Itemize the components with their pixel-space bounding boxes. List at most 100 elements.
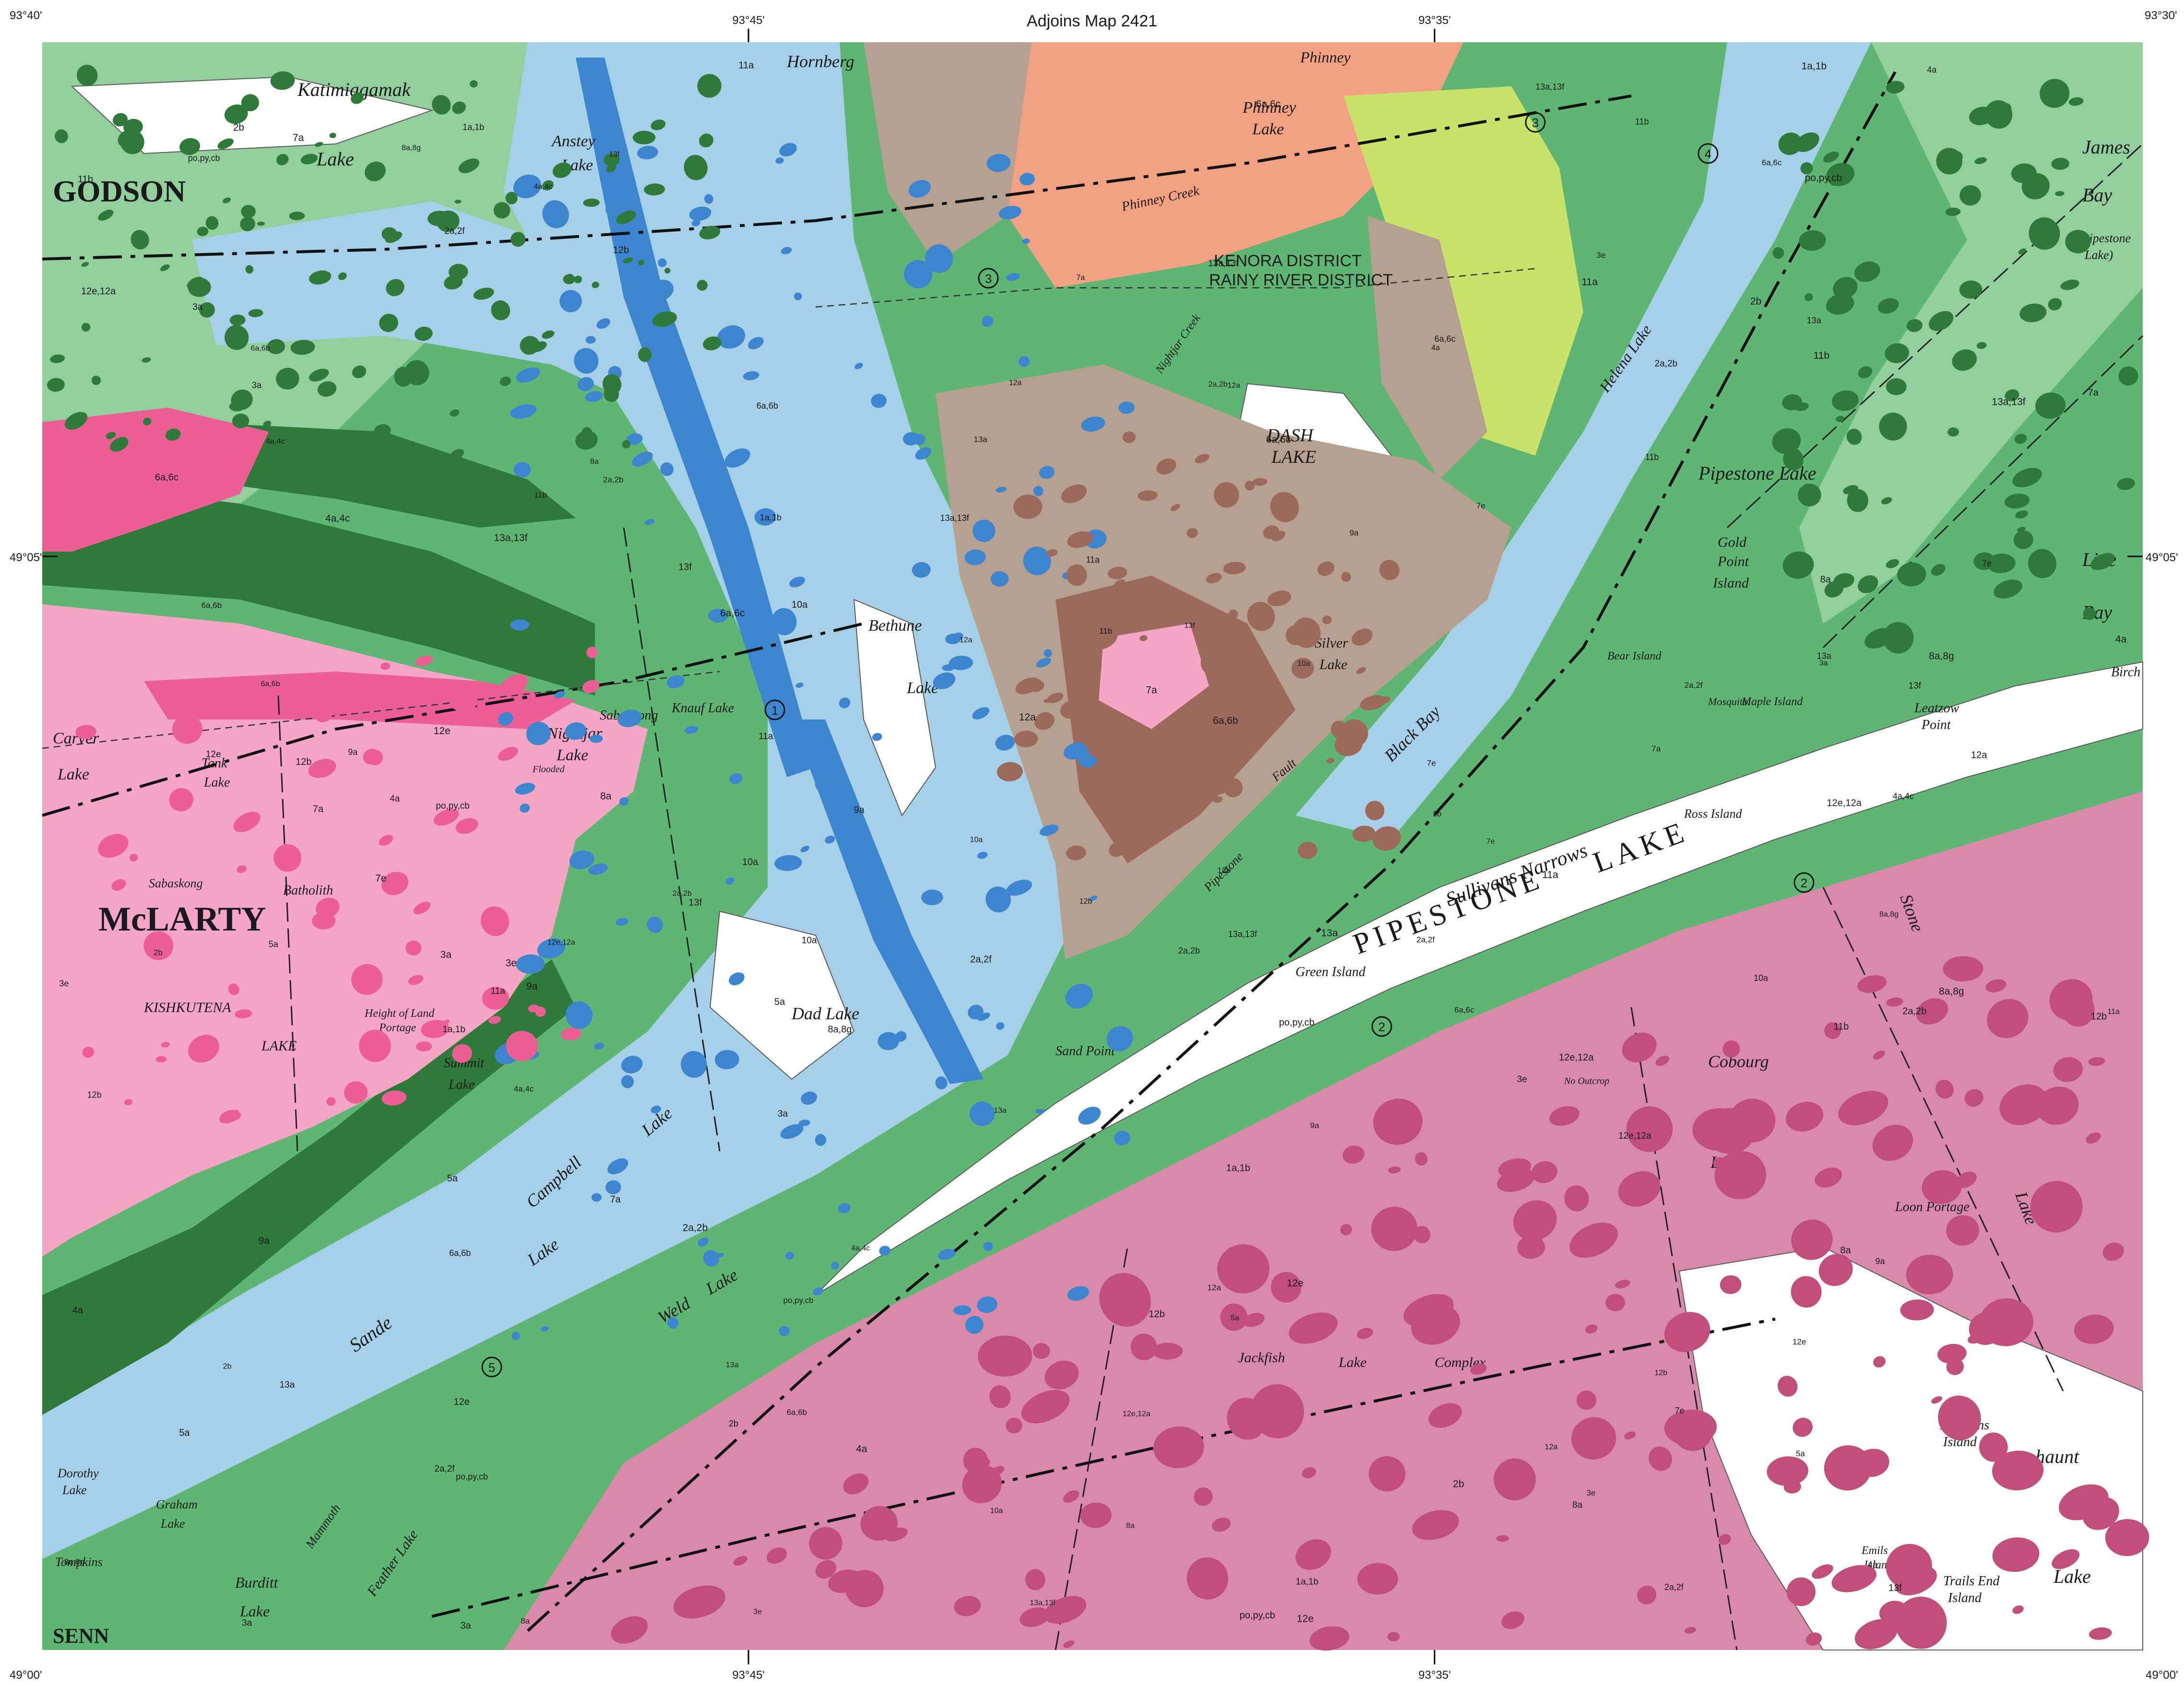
circled-number-3-text: 3 [1532, 116, 1539, 130]
label-anstey: Anstey [551, 132, 596, 150]
outcrop-patch [488, 1016, 501, 1024]
outcrop-patch [1044, 1596, 1087, 1624]
outcrop-patch [1080, 1502, 1112, 1528]
outcrop-patch [1470, 1363, 1487, 1375]
outcrop-patch [2055, 191, 2065, 196]
sediment-belt-east [1295, 42, 1871, 839]
unit-code: 4a [1431, 344, 1440, 352]
outcrop-patch [1368, 1456, 1406, 1492]
unit-code: 2b [154, 948, 163, 957]
pipestone-lake [815, 661, 2143, 1296]
unit-code: 2a,2b [1655, 359, 1678, 369]
label-dash: DASH [1266, 425, 1315, 446]
outcrop-patch [665, 268, 671, 274]
outcrop-patch [606, 164, 617, 173]
outcrop-patch [1039, 466, 1055, 479]
outcrop-patch [1252, 478, 1268, 486]
outcrop-patch [2051, 157, 2069, 170]
unit-code: 12b [1080, 897, 1092, 906]
outcrop-patch [798, 1120, 810, 1126]
unit-code: 12e [434, 726, 451, 737]
outcrop-patch [498, 712, 513, 726]
outcrop-patch [2059, 1484, 2109, 1520]
label-height-of-land: Height of Land [364, 1007, 435, 1020]
circled-number-5-text: 5 [488, 1360, 495, 1375]
outcrop-patch [1093, 630, 1118, 649]
outcrop-patch [81, 262, 89, 267]
outcrop-patch [111, 879, 126, 891]
outcrop-patch [1783, 1481, 1802, 1494]
outcrop-patch [849, 852, 876, 879]
outcrop-patch [1722, 1040, 1740, 1058]
outcrop-patch [131, 230, 149, 250]
outcrop-patch [309, 368, 329, 382]
outcrop-patch [2029, 217, 2060, 250]
outcrop-patch [779, 143, 797, 157]
unit-code: 2b [1453, 1479, 1464, 1490]
outcrop-patch [516, 954, 545, 974]
fault-mclarty [277, 695, 298, 1152]
unit-code: 8a [1820, 574, 1831, 585]
unit-code: 8a,8g [1879, 910, 1899, 919]
outcrop-patch [1952, 349, 1977, 371]
outcrop-patch [1187, 1557, 1228, 1600]
unit-code: 3e [1587, 1488, 1596, 1497]
outcrop-patch [263, 421, 272, 428]
outcrop-patch [1786, 1102, 1824, 1132]
outcrop-patch [637, 145, 658, 160]
outcrop-patch [569, 850, 594, 870]
fault-stone [1822, 887, 2064, 1391]
outcrop-patch [1302, 1467, 1316, 1479]
outcrop-patch [1664, 1409, 1717, 1446]
outcrop-patch [1778, 132, 1803, 155]
coord-left-mid: 49°05' [10, 551, 42, 564]
unit-code: 12a [960, 636, 973, 644]
label-graham-lake: Lake [160, 1517, 185, 1531]
outcrop-patch [506, 1031, 538, 1061]
outcrop-patch [728, 972, 745, 986]
outcrop-patch [1987, 999, 2029, 1038]
outcrop-patch [591, 1193, 602, 1202]
outcrop-patch [450, 409, 460, 417]
outcrop-patch [380, 662, 391, 670]
outcrop-patch [273, 432, 295, 445]
outcrop-patch [1664, 1312, 1710, 1352]
unit-code: 11a [1086, 555, 1100, 565]
unit-code: 9a [1875, 1257, 1885, 1266]
unit-code: 2a,2b [1902, 1006, 1926, 1017]
unit-code: 8a [521, 1616, 530, 1626]
outcrop-patch [1585, 1324, 1598, 1334]
outcrop-patch [1931, 564, 1946, 576]
outcrop-patch [1206, 573, 1222, 584]
outcrop-patch [106, 432, 116, 439]
outcrop-patch [50, 354, 65, 363]
label-knauf: Knauf Lake [671, 701, 734, 716]
unit-code: 9a [259, 1236, 270, 1247]
label-ross-island: Ross Island [1684, 807, 1743, 821]
unit-code: 3e [1517, 1074, 1527, 1084]
outcrop-patch [232, 413, 249, 428]
outcrop-patch [415, 327, 433, 341]
fault-left [42, 622, 864, 817]
outcrop-patch [953, 1305, 972, 1315]
unit-code: 13f [688, 897, 702, 908]
outcrop-patch [650, 280, 674, 300]
outcrop-patch [316, 897, 340, 918]
outcrop-patch [1531, 1161, 1557, 1183]
outcrop-patch [1496, 1535, 1509, 1542]
outcrop-patch [2004, 494, 2030, 509]
fault-bottom [431, 1318, 1776, 1618]
outcrop-patch [1387, 1632, 1400, 1642]
outcrop-patch [1342, 1145, 1365, 1164]
adjoins-map-label: Adjoins Map 2421 [1027, 12, 1157, 30]
outcrop-patch [224, 325, 249, 350]
outcrop-patch [455, 818, 478, 834]
outcrop-patch [1270, 492, 1299, 522]
unit-code: 12b [296, 757, 311, 767]
outcrop-patch [277, 444, 298, 459]
sabaskong-batholith [42, 604, 648, 1257]
outcrop-patch [1569, 1223, 1618, 1258]
outcrop-patch [2089, 1627, 2112, 1640]
outcrop-patch [315, 141, 323, 147]
unit-code: 3a [778, 1109, 788, 1119]
